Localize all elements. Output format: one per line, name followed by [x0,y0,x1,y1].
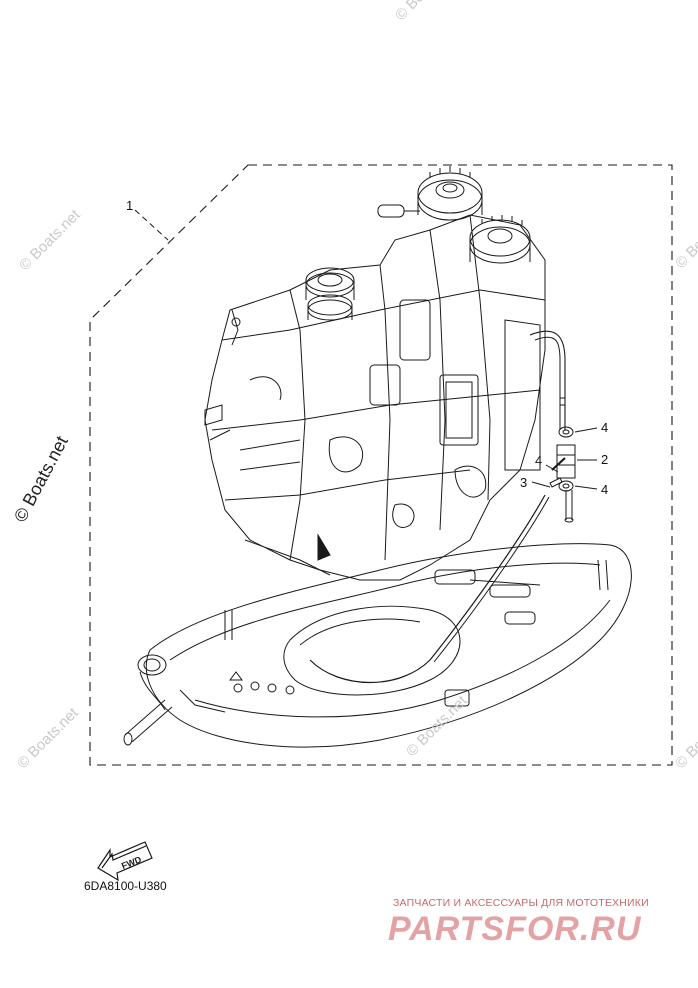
brand-tagline: ЗАПЧАСТИ И АКСЕССУАРЫ ДЛЯ МОТОТЕХНИКИ [393,897,649,909]
flush-hose [309,494,546,683]
callout-1: 1 [126,198,134,213]
leader-line-4a [574,427,598,433]
leader-line-1 [134,209,169,241]
cam-pulley-2 [469,215,531,264]
leader-line-3 [531,481,551,488]
top-bracket [377,204,420,218]
brand-logo: PARTSFOR.RU [388,910,642,948]
fwd-label: FWD [120,854,143,871]
flywheel-gear [305,267,355,321]
engine-block [204,214,546,581]
diagram-code: 6DA8100-U380 [84,879,167,893]
callout-3: 3 [520,475,528,490]
hose-fitting-assembly [549,426,576,523]
cam-pulley-1 [417,166,483,221]
assembly-boundary [89,164,673,766]
leader-line-4b [574,485,598,490]
callout-4-left: 4 [535,453,543,468]
front-fitting [123,654,173,746]
callout-2: 2 [601,452,609,467]
throttle-linkage [204,309,241,441]
bottom-cowling [145,543,632,748]
callout-4-lower: 4 [601,482,609,497]
leader-line-4c [545,464,559,473]
callout-4-upper: 4 [601,420,609,435]
water-tube [529,330,566,430]
fwd-arrow-icon [97,841,153,882]
